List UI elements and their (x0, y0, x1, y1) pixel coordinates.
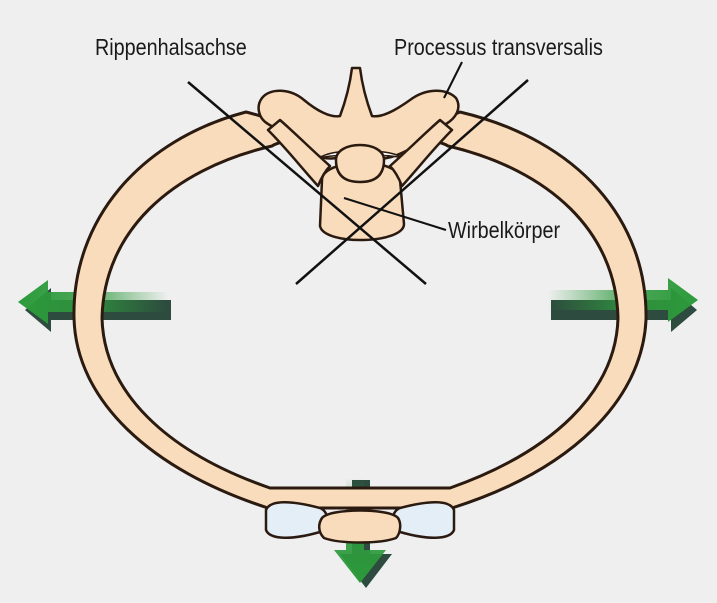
label-wirbelkoerper: Wirbelkörper (448, 217, 561, 243)
axis-line-left (187, 81, 427, 285)
cartilage-left (264, 501, 329, 539)
rib-heads (266, 118, 454, 188)
sternum (264, 501, 456, 544)
leader-lines (343, 61, 463, 231)
label-rippenhalsachse: Rippenhalsachse (95, 34, 247, 60)
leader-processus (443, 61, 463, 99)
axis-line-right (295, 79, 529, 285)
rib-neck-axes (187, 79, 529, 285)
vertebral-foramen (334, 143, 386, 184)
leader-wirbelkoerper (343, 197, 447, 231)
rib-ring (72, 110, 648, 510)
cartilage-right (391, 501, 456, 539)
sternum-body (318, 509, 402, 544)
label-processus-transversalis: Processus transversalis (394, 34, 603, 60)
